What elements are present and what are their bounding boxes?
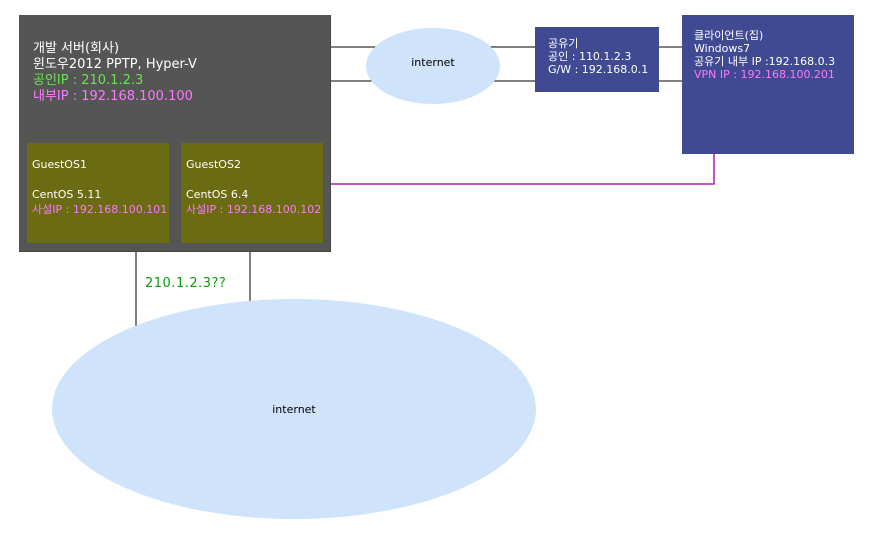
guest-os-2-box: GuestOS2 CentOS 6.4 사설IP : 192.168.100.1… <box>181 143 323 243</box>
dev-server-box: 개발 서버(회사) 윈도우2012 PPTP, Hyper-V 공인IP : 2… <box>19 15 331 252</box>
client-title: 클라이언트(집) <box>694 29 764 42</box>
router-gateway: G/W : 192.168.0.1 <box>548 63 649 76</box>
vpn-line <box>331 154 715 185</box>
internet-cloud-bottom <box>52 299 536 519</box>
router-box: 공유기 공인 : 110.1.2.3 G/W : 192.168.0.1 <box>535 27 659 92</box>
guest-os-2-name: GuestOS2 <box>186 158 241 171</box>
guest-os-1-ip: 사설IP : 192.168.100.101 <box>32 203 168 216</box>
question-ip-label: 210.1.2.3?? <box>145 276 227 291</box>
internet-label-top: internet <box>411 56 455 69</box>
guest-os-1-os: CentOS 5.11 <box>32 188 102 201</box>
guest-os-1-box: GuestOS1 CentOS 5.11 사설IP : 192.168.100.… <box>27 143 169 243</box>
server-public-ip: 공인IP : 210.1.2.3 <box>33 73 144 88</box>
client-box: 클라이언트(집) Windows7 공유기 내부 IP :192.168.0.3… <box>682 15 854 154</box>
guest-os-2-os: CentOS 6.4 <box>186 188 249 201</box>
server-info: 개발 서버(회사) 윈도우2012 PPTP, Hyper-V 공인IP : 2… <box>33 41 197 105</box>
client-lan-ip: 공유기 내부 IP :192.168.0.3 <box>694 55 836 68</box>
server-title: 개발 서버(회사) <box>33 41 120 56</box>
guest-os-1-name: GuestOS1 <box>32 158 87 171</box>
router-public-ip: 공인 : 110.1.2.3 <box>548 50 632 63</box>
client-vpn-ip: VPN IP : 192.168.100.201 <box>694 68 835 81</box>
server-internal-ip: 내부IP : 192.168.100.100 <box>33 89 193 104</box>
client-os: Windows7 <box>694 42 751 55</box>
internet-label-bottom: internet <box>272 403 316 416</box>
router-title: 공유기 <box>548 37 579 50</box>
guest-os-2-ip: 사설IP : 192.168.100.102 <box>186 203 322 216</box>
internet-cloud-top <box>366 28 500 104</box>
server-os: 윈도우2012 PPTP, Hyper-V <box>33 57 197 72</box>
